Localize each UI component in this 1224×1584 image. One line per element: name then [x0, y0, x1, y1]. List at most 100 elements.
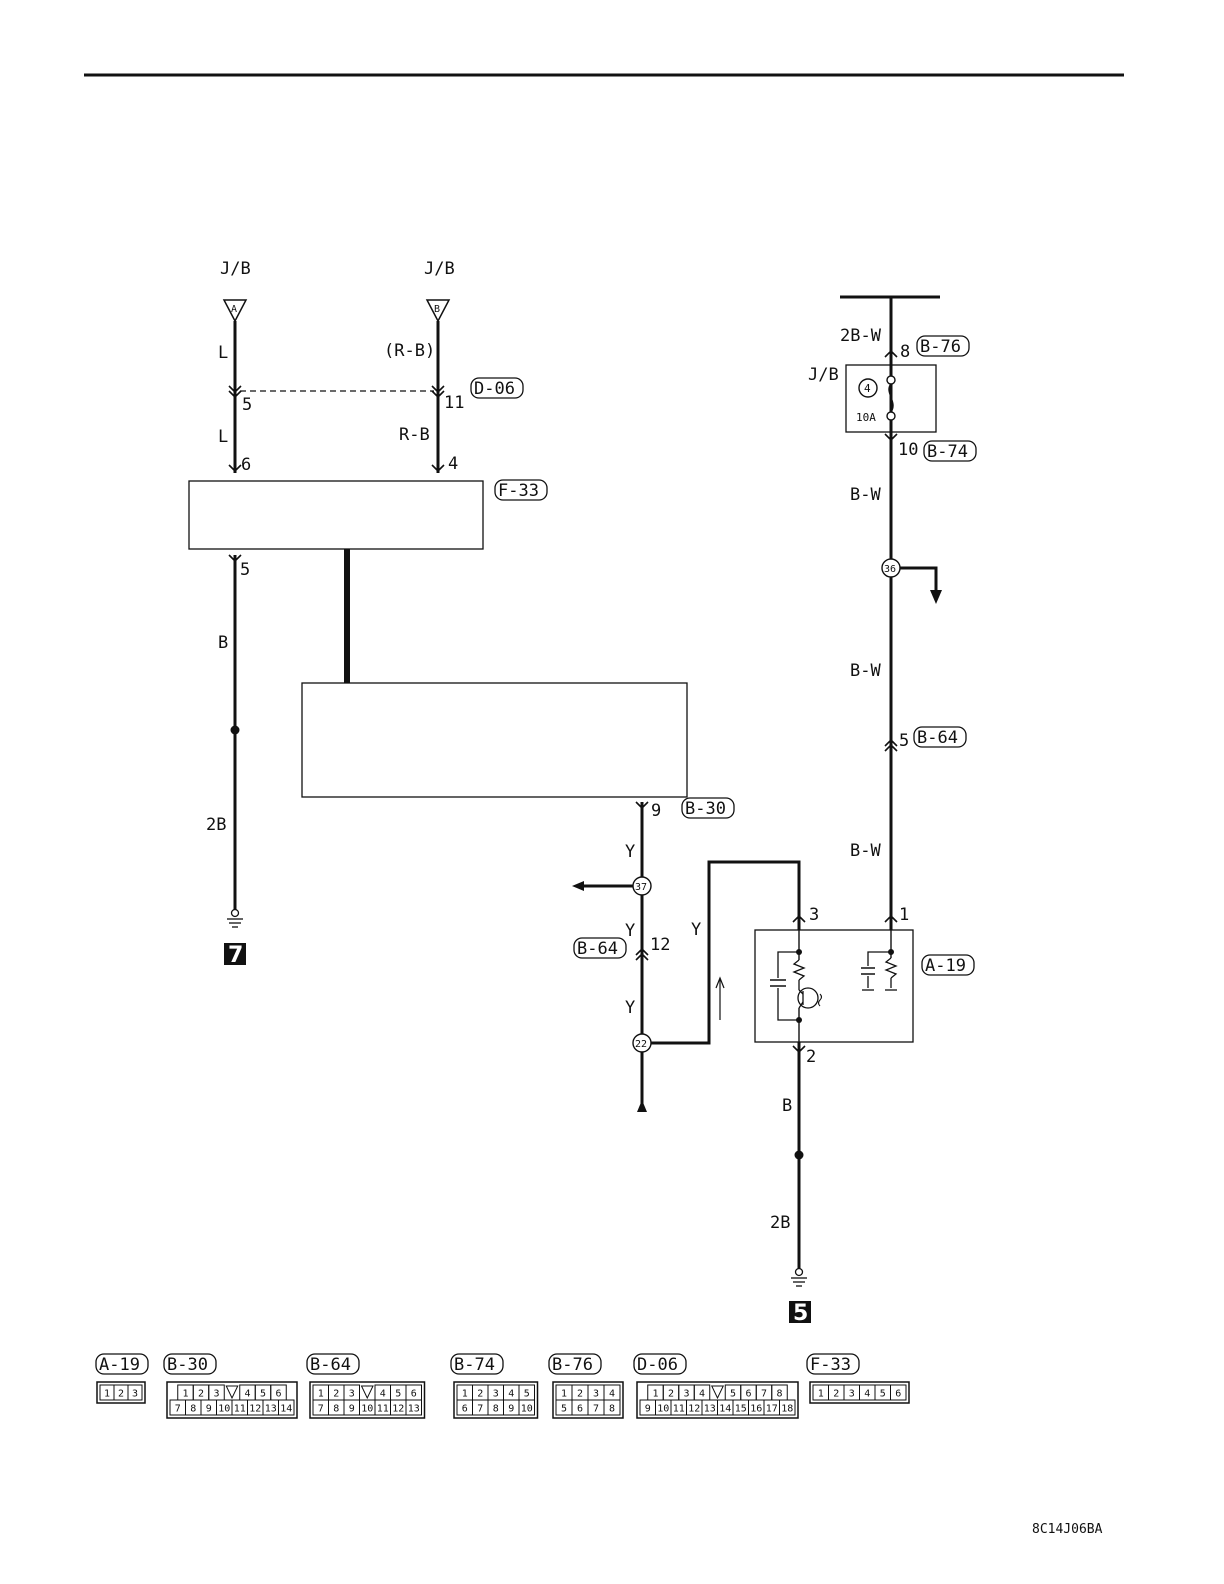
splice-22-label: 22 — [635, 1039, 647, 1050]
pin-b64-5: 5 — [899, 731, 909, 751]
a19-resistor-icon — [792, 959, 806, 981]
wire-color-2b-bottom: 2B — [770, 1213, 790, 1233]
wire-color-l-top: L — [218, 343, 228, 363]
ground-point-left — [224, 943, 246, 965]
f33-pin4-mark — [431, 464, 445, 473]
face-pin-number: 8 — [493, 1404, 499, 1415]
face-pin-number: 2 — [333, 1389, 339, 1400]
face-pin-number: 1 — [318, 1389, 324, 1400]
wire-branch-36 — [900, 566, 938, 592]
face-pin-number: 13 — [265, 1404, 277, 1415]
wire-color-bw-1: B-W — [850, 485, 881, 505]
fuse-element-icon — [888, 383, 894, 413]
face-pin-number: 7 — [761, 1389, 767, 1400]
wire-color-2b-left: 2B — [206, 815, 226, 835]
face-pin-number: 16 — [750, 1404, 762, 1415]
face-pin-number: 14 — [719, 1404, 731, 1415]
face-pin-number: 2 — [577, 1389, 583, 1400]
terminal-b-letter: B — [434, 304, 440, 315]
face-pin-number: 7 — [477, 1404, 483, 1415]
face-pin-number: 10 — [218, 1404, 230, 1415]
a19-pin3-mark — [792, 914, 806, 923]
fuse-terminal-bottom — [886, 411, 896, 421]
wire-color-y-1: Y — [625, 842, 635, 862]
face-pin-number: 3 — [213, 1389, 219, 1400]
b76-pin8-mark — [884, 349, 898, 358]
connector-face-a-19 — [96, 1381, 146, 1404]
junction-dot-right — [794, 1150, 804, 1160]
face-pin-number: 14 — [280, 1404, 292, 1415]
face-tag-frame-f-33 — [806, 1353, 860, 1375]
fuse-jb-label: J/B — [808, 365, 839, 385]
face-pin-number: 10 — [361, 1404, 373, 1415]
face-pin-number: 9 — [349, 1404, 355, 1415]
face-pin-number: 4 — [244, 1389, 250, 1400]
face-pin-number: 4 — [864, 1389, 870, 1400]
d06-chevron-right — [431, 385, 445, 399]
face-pin-number: 8 — [609, 1404, 615, 1415]
face-tag-frame-b-64 — [306, 1353, 360, 1375]
face-tag-frame-b-30 — [163, 1353, 217, 1375]
wire-color-bw-2: B-W — [850, 661, 881, 681]
face-pin-number: 2 — [477, 1389, 483, 1400]
face-tag-b-74: B-74 — [454, 1355, 495, 1375]
fuse-number: 4 — [864, 382, 871, 395]
face-pin-number: 3 — [683, 1389, 689, 1400]
face-tag-d-06: D-06 — [637, 1355, 678, 1375]
face-pin-number: 7 — [593, 1404, 599, 1415]
ground-number-right: 5 — [793, 1301, 808, 1326]
face-pin-number: 1 — [561, 1389, 567, 1400]
face-pin-number: 11 — [673, 1404, 685, 1415]
pin-d06-11: 11 — [444, 393, 464, 413]
wire-color-y-3: Y — [625, 998, 635, 1018]
face-tag-f-33: F-33 — [810, 1355, 851, 1375]
face-pin-number: 11 — [234, 1404, 246, 1415]
face-pin-number: 4 — [508, 1389, 514, 1400]
face-tag-b-30: B-30 — [167, 1355, 208, 1375]
b64-right-tag-frame — [913, 726, 967, 748]
d06-chevron-left — [228, 385, 242, 399]
face-pin-number: 7 — [175, 1404, 181, 1415]
face-tag-frame-d-06 — [633, 1353, 687, 1375]
face-pin-number: 9 — [508, 1404, 514, 1415]
f33-pin6-mark — [228, 464, 242, 473]
face-pin-number: 5 — [880, 1389, 886, 1400]
connector-tag-b64-left: B-64 — [577, 939, 618, 959]
face-tag-a-19: A-19 — [99, 1355, 140, 1375]
face-pin-number: 2 — [198, 1389, 204, 1400]
d06-tag-frame — [470, 377, 524, 399]
f33-tag-frame — [494, 479, 548, 501]
component-box-a19 — [754, 929, 914, 1043]
wire-y-feed — [651, 860, 801, 1045]
wire-color-l-mid: L — [218, 427, 228, 447]
face-pin-number: 4 — [380, 1389, 386, 1400]
arrow-bottom-y-icon — [637, 1100, 647, 1112]
connector-tag-f33: F-33 — [498, 481, 539, 501]
pin-right-4: 4 — [448, 454, 458, 474]
wire-color-bw-3: B-W — [850, 841, 881, 861]
b74-tag-frame — [923, 440, 977, 462]
figure-code: 8C14J06BA — [1032, 1522, 1103, 1537]
face-pin-number: 8 — [333, 1404, 339, 1415]
connector-tag-b30: B-30 — [685, 799, 726, 819]
face-pin-cell — [890, 1384, 907, 1401]
terminal-a-letter: A — [231, 304, 237, 315]
junction-dot-left — [230, 725, 240, 735]
pin-a19-3: 3 — [809, 905, 819, 925]
face-tag-frame-a-19 — [95, 1353, 149, 1375]
terminal-b-symbol — [425, 299, 451, 323]
terminal-a-symbol — [222, 299, 248, 323]
fuse-terminal-top — [886, 375, 896, 385]
pin-left-5: 5 — [242, 395, 252, 415]
a19-resistor-right-icon — [884, 957, 898, 979]
splice-36 — [881, 558, 901, 578]
splice-37 — [632, 876, 652, 896]
face-pin-number: 5 — [524, 1389, 530, 1400]
fuse-rating: 10A — [856, 411, 876, 424]
b30-tag-frame — [681, 797, 735, 819]
b74-pin10-mark — [884, 433, 898, 442]
face-key-icon — [360, 1385, 374, 1400]
face-pin-cell — [779, 1399, 796, 1416]
